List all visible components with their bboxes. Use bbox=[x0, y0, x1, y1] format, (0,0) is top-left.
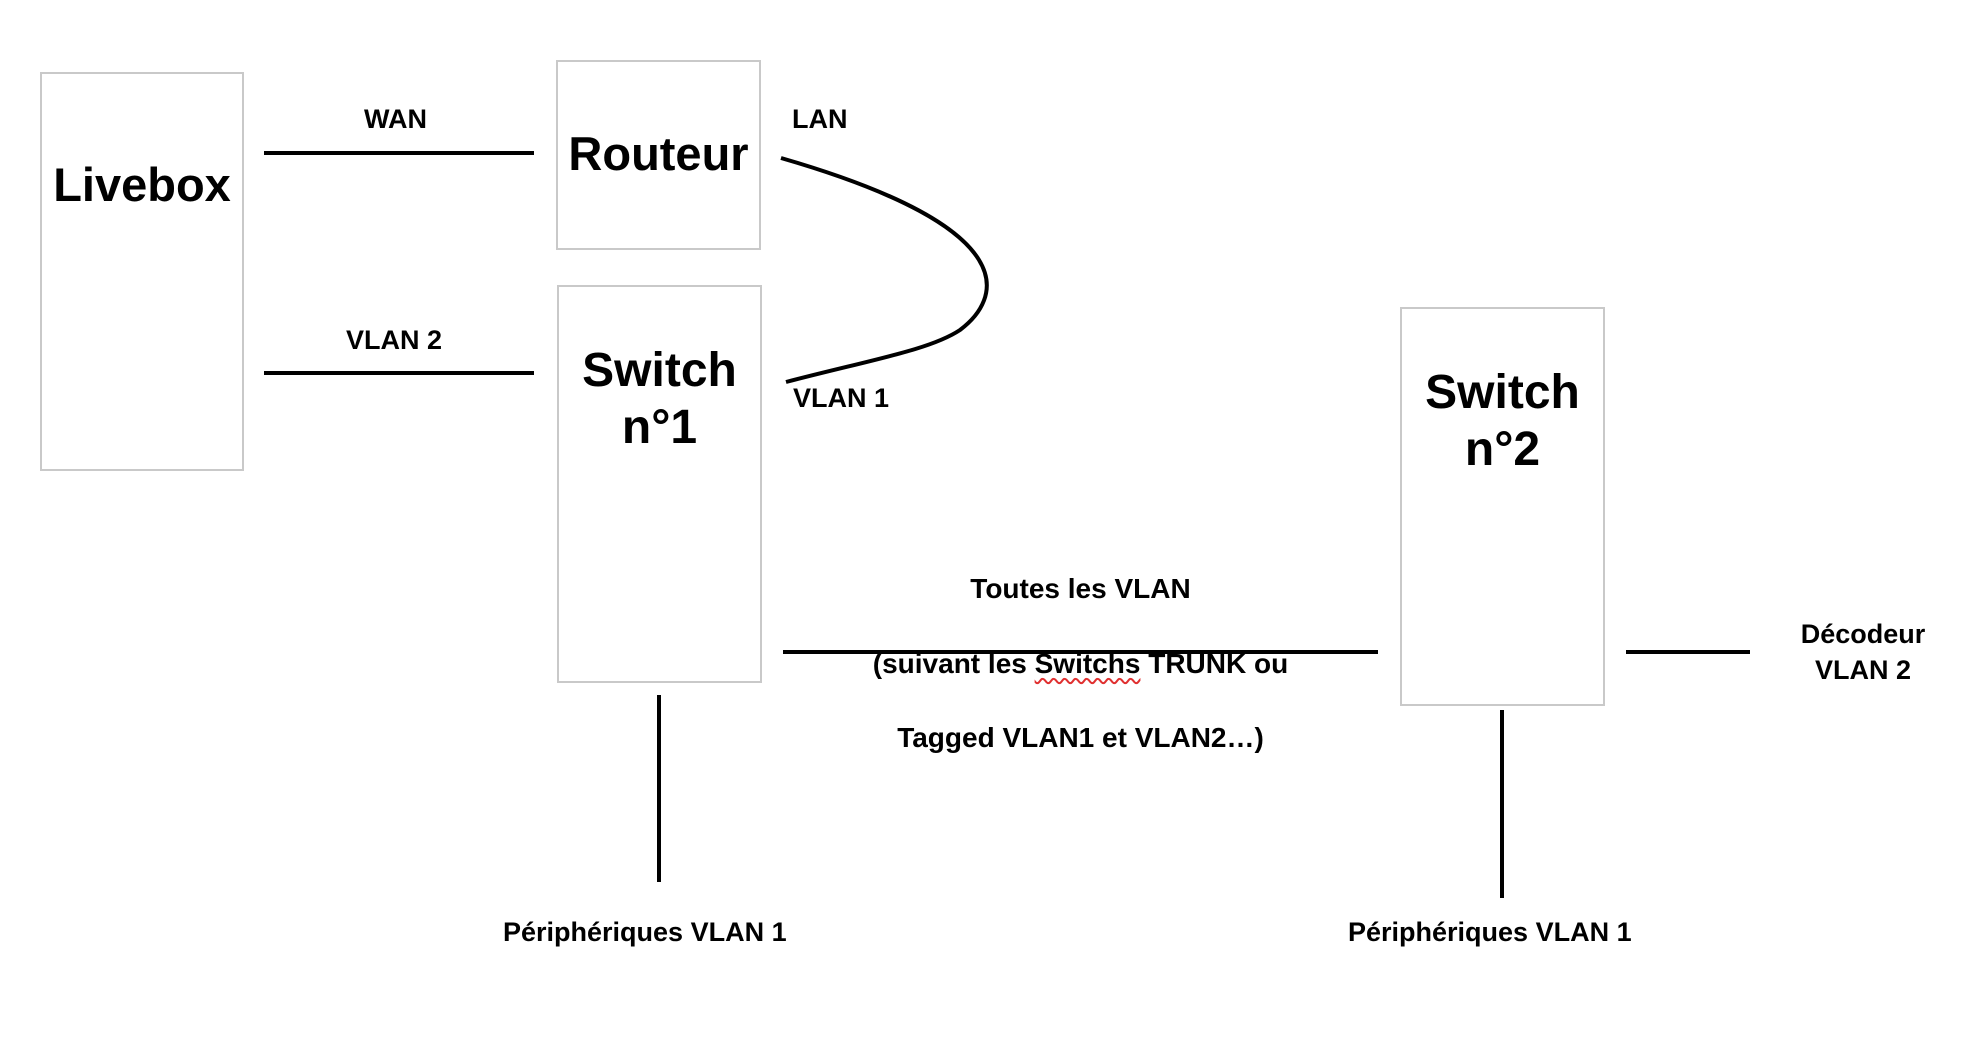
trunk-label-misspelled-word: Switchs bbox=[1034, 647, 1141, 679]
livebox-label: Livebox bbox=[53, 158, 231, 211]
wan-label: WAN bbox=[364, 104, 427, 134]
lan-vlan1-loop-wire bbox=[780, 156, 989, 384]
trunk-label-line2: (suivant les Switchs TRUNK ou bbox=[783, 645, 1378, 682]
switch1-peripherals-label: Périphériques VLAN 1 bbox=[503, 917, 787, 947]
trunk-label-line2-before: (suivant les bbox=[872, 647, 1035, 679]
switch2-box: Switch n°2 bbox=[1400, 307, 1605, 706]
routeur-box: Routeur bbox=[556, 60, 761, 250]
switch2-peripherals-label: Périphériques VLAN 1 bbox=[1348, 917, 1632, 947]
trunk-label-line3: Tagged VLAN1 et VLAN2…) bbox=[897, 722, 1264, 754]
livebox-box: Livebox bbox=[40, 72, 244, 471]
switch1-label: Switch n°1 bbox=[582, 344, 737, 454]
switch2-label: Switch n°2 bbox=[1425, 366, 1580, 476]
trunk-label: Toutes les VLAN (suivant les Switchs TRU… bbox=[783, 533, 1378, 794]
routeur-label: Routeur bbox=[568, 127, 749, 180]
decodeur-label: Décodeur VLAN 2 bbox=[1800, 619, 1926, 685]
vlan2-label: VLAN 2 bbox=[346, 325, 443, 355]
vlan1-label: VLAN 1 bbox=[793, 383, 890, 413]
trunk-label-line2-after: TRUNK ou bbox=[1140, 647, 1289, 679]
lan-label: LAN bbox=[792, 104, 848, 134]
switch1-box: Switch n°1 bbox=[557, 285, 762, 683]
trunk-label-line1: Toutes les VLAN bbox=[970, 573, 1191, 605]
